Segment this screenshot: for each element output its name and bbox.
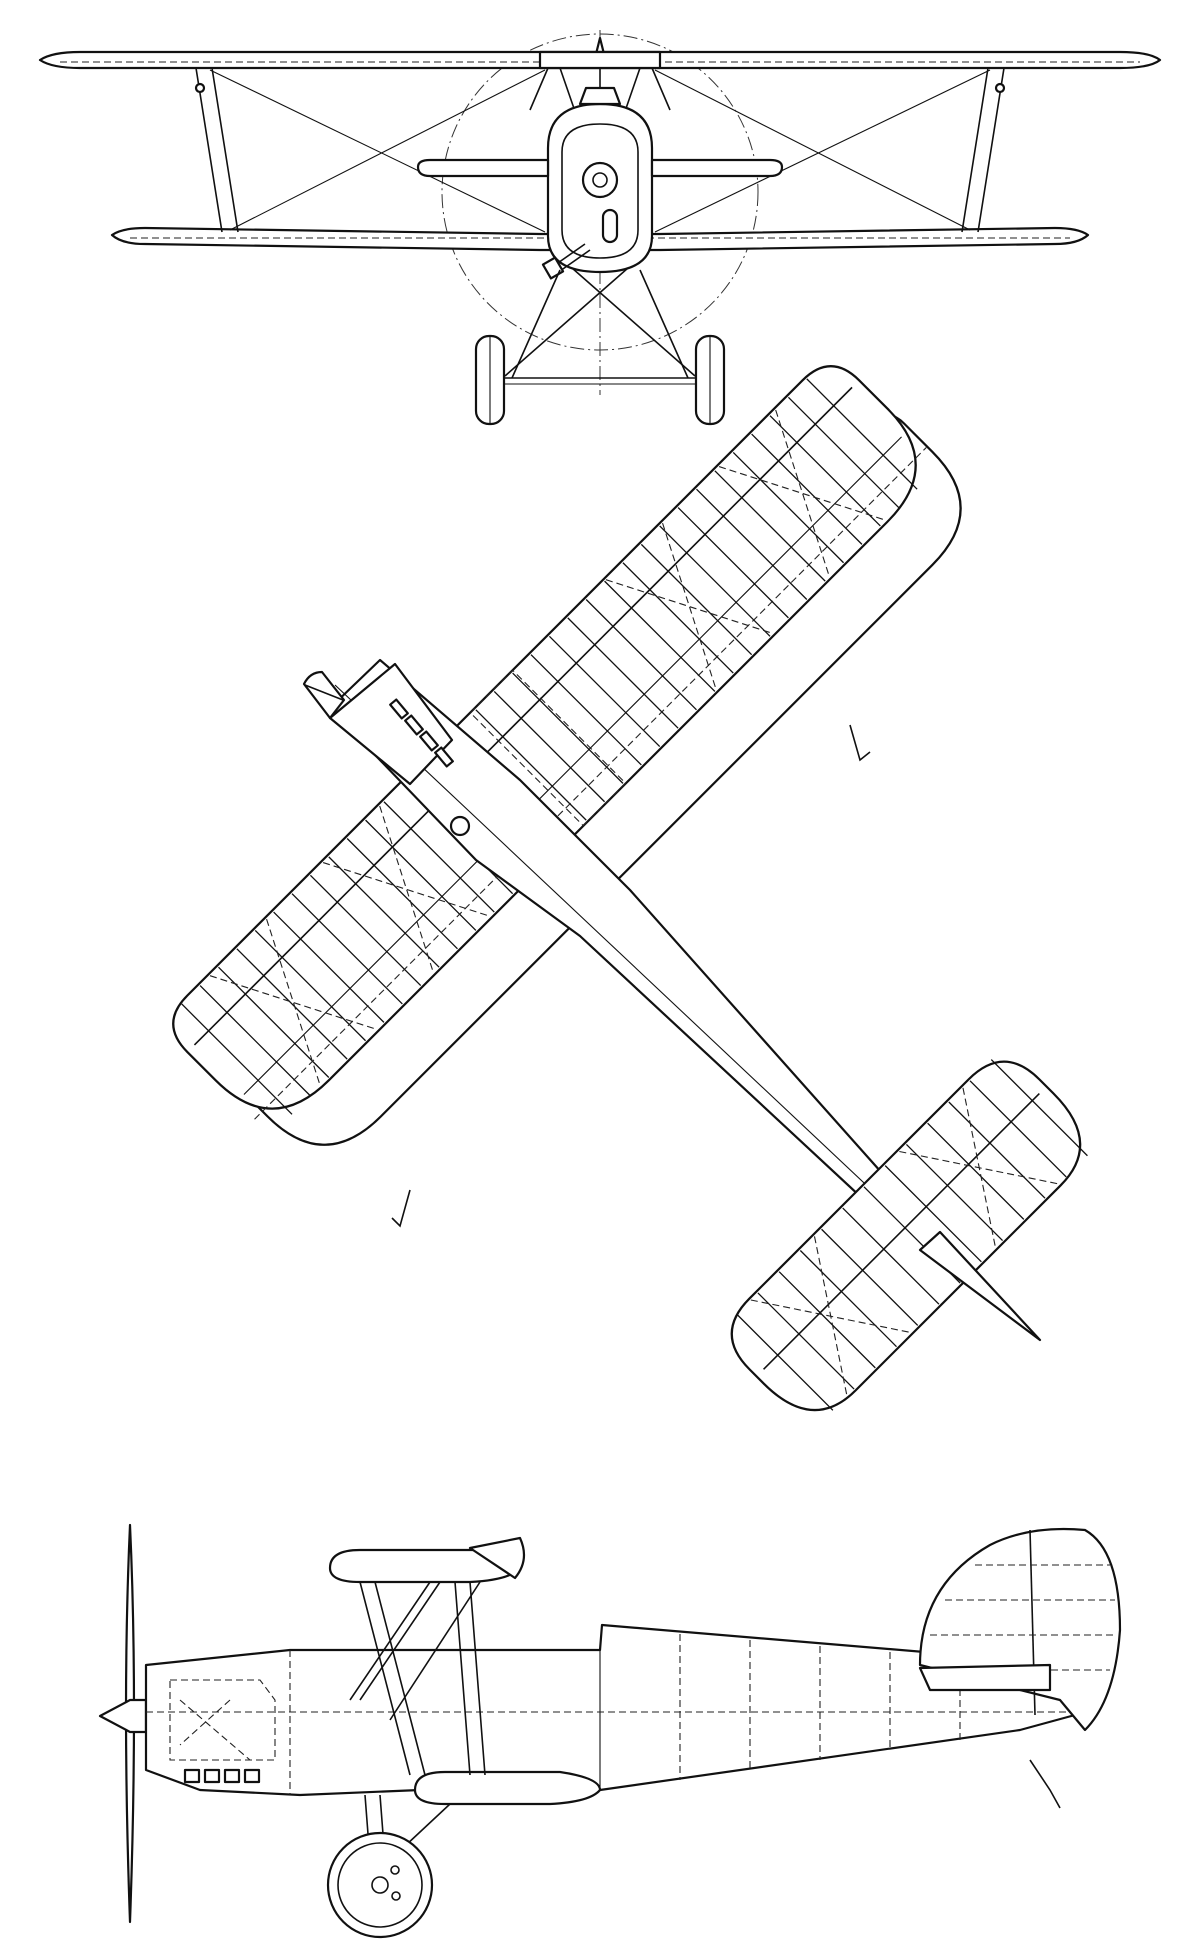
wing-rib — [969, 1080, 1067, 1178]
wing-rib — [948, 1101, 1046, 1199]
tailplane-ribs — [736, 1059, 1088, 1411]
exhaust-pipe — [554, 243, 591, 272]
wing-rib — [181, 1003, 293, 1115]
fin-rudder-side — [918, 1527, 1122, 1732]
front-view — [38, 30, 1162, 426]
interplane-struts — [194, 67, 1006, 233]
right-wheel-front — [694, 334, 726, 426]
lower-wing-side — [413, 1770, 602, 1806]
left-wheel-front — [474, 334, 506, 426]
fuselage-plan-centerline — [334, 684, 931, 1246]
wing-rib — [530, 654, 642, 766]
wing-rib — [622, 562, 734, 674]
tailskid — [1029, 1759, 1061, 1809]
wing-rib — [548, 635, 661, 748]
upper-wing-plan — [172, 365, 927, 1120]
wing-rib — [778, 1271, 876, 1369]
wing-rib — [236, 948, 348, 1060]
wing-rib — [905, 1143, 1004, 1242]
right-stub-fairing — [650, 158, 784, 178]
wing-rib — [821, 1228, 919, 1326]
upper-wing-trailing — [468, 1536, 526, 1580]
propeller-hub — [581, 161, 619, 199]
exhaust-stubs — [389, 698, 454, 768]
wing-rib — [218, 966, 330, 1078]
wing-rib — [328, 856, 440, 968]
upper-wing-center-section — [538, 50, 662, 70]
wing-rib — [927, 1122, 1025, 1220]
engine-cowl-panel — [169, 1679, 276, 1761]
wing-rib — [799, 1250, 897, 1348]
engine-top-cover — [578, 86, 622, 106]
cockpit-ring-plan — [449, 815, 471, 837]
wing-rib — [383, 801, 495, 913]
wing-rib — [714, 470, 826, 582]
spinner-plan — [302, 670, 346, 720]
side-view — [98, 1523, 1122, 1939]
wing-rib — [769, 415, 881, 527]
wing-rib — [736, 1313, 834, 1411]
rudder-ribs — [930, 1564, 1115, 1671]
wing-rib — [273, 911, 385, 1023]
wing-rib — [475, 709, 587, 821]
wing-struts-plan — [391, 724, 871, 1228]
cowling-ring — [561, 123, 639, 259]
wing-rib — [677, 507, 789, 619]
exhaust-ports-side — [183, 1768, 261, 1784]
wing-rib — [309, 874, 422, 987]
wing-rib — [640, 543, 753, 656]
intake-slot — [601, 208, 619, 244]
engine-cowling-plan — [328, 662, 454, 786]
wing-rib — [567, 617, 679, 729]
wing-rib — [346, 838, 458, 950]
wing-rib — [291, 893, 403, 1005]
wing-rib — [254, 929, 367, 1042]
wing-rib — [493, 690, 606, 803]
interplane-struts-side — [349, 1581, 486, 1776]
top-view — [172, 365, 1088, 1412]
wing-rib — [365, 819, 477, 931]
rudder-plan — [918, 1230, 1042, 1342]
tailplane-plan — [730, 1059, 1088, 1412]
bracing-wires — [209, 69, 991, 233]
wing-rib — [585, 599, 697, 711]
wing-rib — [199, 985, 311, 1097]
wing-rib — [512, 672, 624, 784]
landing-gear-front — [495, 267, 705, 385]
wing-rib — [787, 396, 900, 509]
spinner-side — [98, 1698, 148, 1734]
upper-wing-ribs — [181, 378, 918, 1115]
wing-rib — [884, 1165, 982, 1263]
propeller-plan — [304, 684, 344, 701]
wheel-side — [326, 1831, 434, 1939]
tailplane-side — [918, 1663, 1052, 1692]
left-stub-fairing — [416, 158, 550, 178]
wing-rib — [732, 451, 845, 564]
wing-rib — [806, 378, 918, 490]
wing-rib — [842, 1207, 940, 1305]
wing-rib — [751, 433, 863, 545]
wing-rib — [604, 580, 716, 692]
wing-rib — [659, 525, 771, 637]
wing-rib — [757, 1292, 855, 1390]
wing-rib — [990, 1059, 1088, 1157]
wing-rib — [696, 488, 808, 600]
